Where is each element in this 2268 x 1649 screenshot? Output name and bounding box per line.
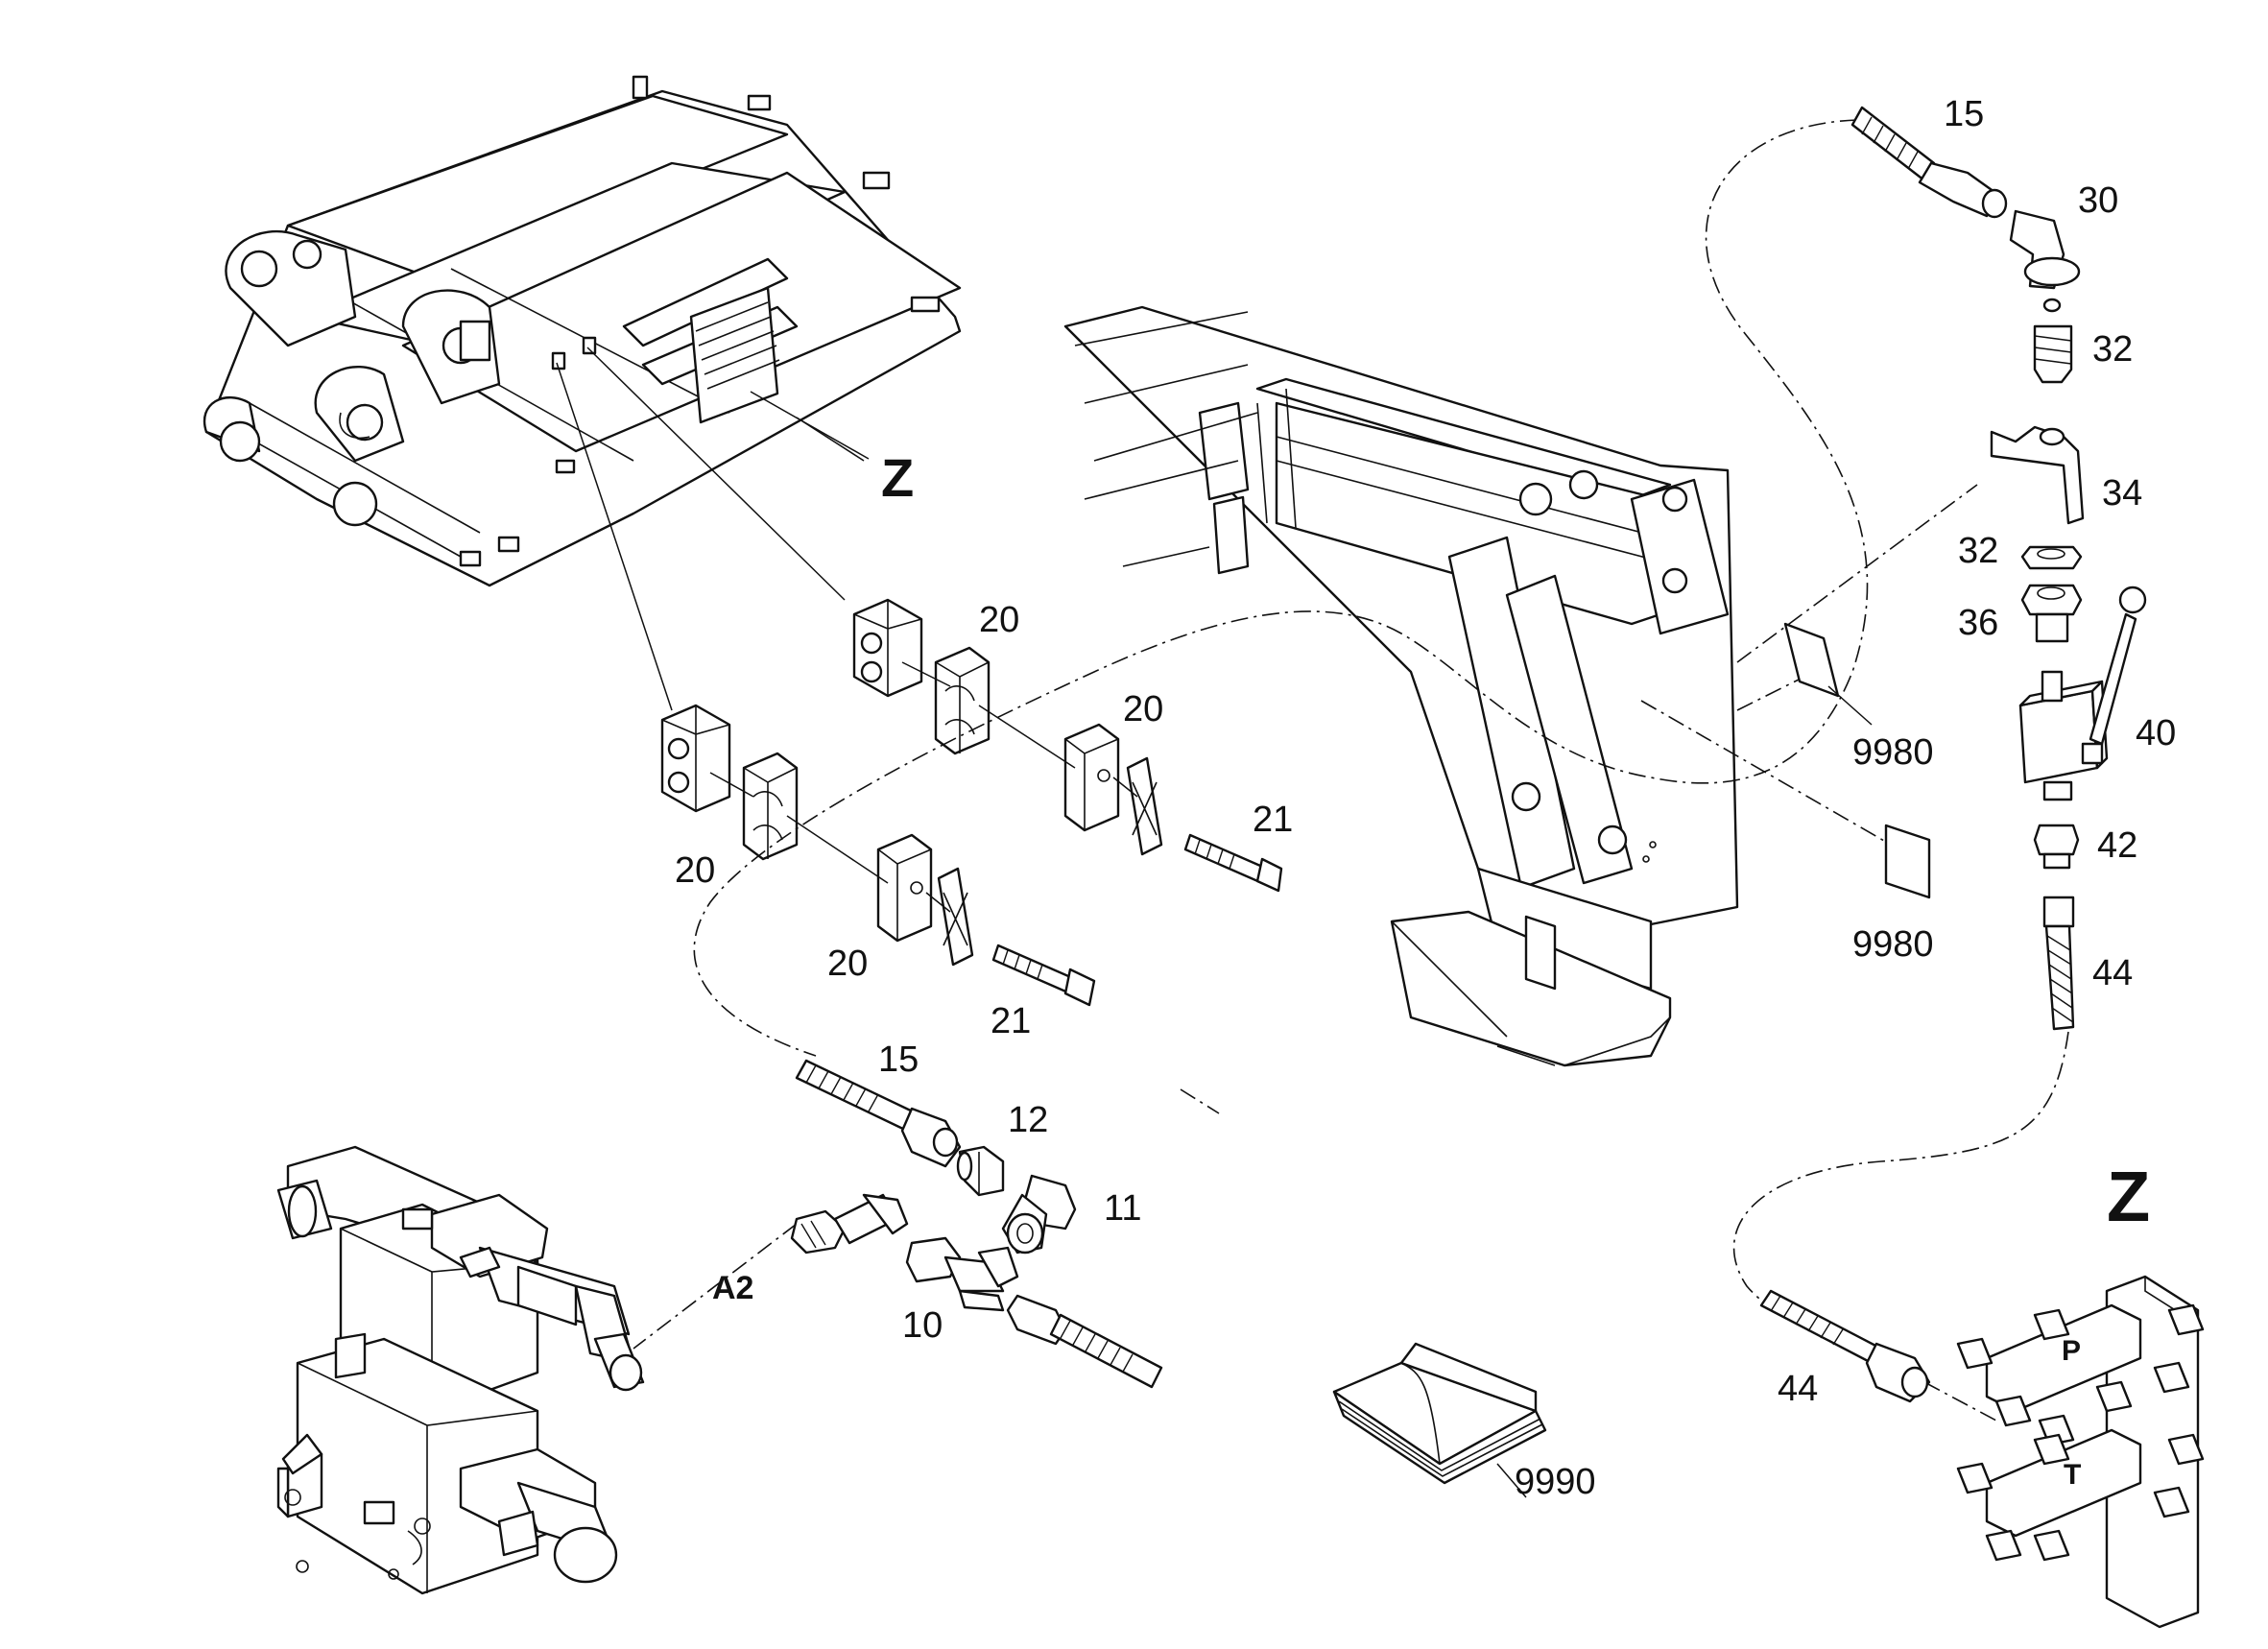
- label-part-15-mid: 15: [878, 1040, 919, 1080]
- label-z-large: Z: [2107, 1157, 2151, 1236]
- control-valve-block: [276, 1145, 645, 1595]
- label-part-11: 11: [1104, 1188, 1142, 1229]
- label-part-30: 30: [2078, 180, 2119, 221]
- chassis-frame: [203, 75, 962, 587]
- ball-valve-40: [2018, 586, 2147, 801]
- tee-10: [905, 1236, 1019, 1312]
- label-part-20-a: 20: [979, 600, 1020, 640]
- hose-tail-10: [1006, 1294, 1163, 1389]
- bolt-lower: [991, 944, 1096, 1007]
- label-part-44-bottom: 44: [1778, 1369, 1819, 1409]
- label-port-t: T: [2064, 1459, 2082, 1491]
- label-part-32-mid: 32: [1958, 531, 1999, 571]
- label-part-32-top: 32: [2092, 329, 2134, 370]
- label-part-36: 36: [1958, 603, 1999, 643]
- clamp-block-upper-solid: [852, 598, 923, 698]
- hose-15-top: [1850, 106, 2008, 219]
- fitting-36: [2020, 584, 2083, 643]
- adapter-a2: [790, 1193, 909, 1255]
- label-part-9980-bottom: 9980: [1852, 924, 1934, 965]
- elbow-11: [1001, 1174, 1077, 1255]
- fitting-12: [956, 1145, 1005, 1197]
- nut-32-mid: [2020, 545, 2083, 570]
- label-part-10: 10: [902, 1305, 943, 1346]
- fitting-32-top: [2033, 298, 2073, 384]
- hose-15-mid: [795, 1059, 962, 1168]
- clamp-block-left-solid: [660, 704, 731, 813]
- label-port-p: P: [2062, 1335, 2082, 1367]
- label-part-20-b: 20: [1123, 689, 1164, 729]
- label-part-21-a: 21: [1253, 800, 1294, 840]
- clamp-block-left-split: [742, 752, 799, 861]
- distribution-manifold-pt: [1956, 1275, 2205, 1629]
- label-part-20-d: 20: [827, 944, 869, 984]
- label-part-42: 42: [2097, 825, 2138, 866]
- label-part-12: 12: [1008, 1100, 1049, 1140]
- decal-9980-bottom: [1884, 824, 1931, 899]
- clamp-block-mid-small: [1063, 723, 1120, 832]
- label-part-9990: 9990: [1515, 1462, 1596, 1502]
- bracket-34: [1990, 425, 2085, 525]
- clamp-block-upper-split: [934, 646, 991, 755]
- cover-plate-upper: [1126, 756, 1163, 856]
- label-z-small: Z: [881, 447, 915, 508]
- bolt-upper: [1183, 833, 1283, 893]
- adapter-42: [2033, 824, 2080, 870]
- label-a2: A2: [712, 1270, 754, 1306]
- label-part-15-top: 15: [1944, 94, 1985, 134]
- hose-44-right: [2042, 896, 2075, 1031]
- elbow-30: [2009, 209, 2081, 290]
- clamp-alignment-lines: [709, 661, 1138, 913]
- label-part-44-right: 44: [2092, 953, 2134, 993]
- clamp-block-lower-small: [876, 833, 933, 943]
- label-part-40: 40: [2136, 713, 2177, 753]
- hose-44-bottom: [1759, 1289, 1931, 1403]
- label-part-34: 34: [2102, 473, 2143, 514]
- decal-9980-top: [1783, 622, 1873, 726]
- label-part-9980-top: 9980: [1852, 732, 1934, 773]
- z-leader: [796, 417, 865, 462]
- crane-boom: [1063, 305, 1739, 1067]
- manual-book-9990: [1332, 1342, 1547, 1498]
- cover-plate-lower: [937, 867, 974, 967]
- label-part-21-b: 21: [991, 1001, 1032, 1041]
- label-part-20-c: 20: [675, 850, 716, 891]
